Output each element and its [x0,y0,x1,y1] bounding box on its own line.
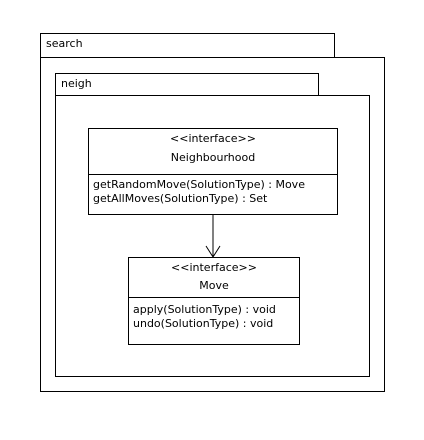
class-move-stereotype: <<interface>> [171,261,257,274]
class-neighbourhood-name: Neighbourhood [170,151,256,164]
class-neighbourhood-header: <<interface>> Neighbourhood [89,129,337,175]
package-neigh-label: neigh [61,77,92,90]
operation-apply: apply(SolutionType) : void [133,303,276,316]
package-search-label: search [46,37,83,50]
class-neighbourhood-operations: getRandomMove(SolutionType) : Move getAl… [89,175,337,206]
class-move-name: Move [199,279,229,292]
class-neighbourhood[interactable]: <<interface>> Neighbourhood getRandomMov… [88,128,338,215]
operation-undo: undo(SolutionType) : void [133,317,274,330]
package-search-tab: search [40,33,335,58]
operation-get-all-moves: getAllMoves(SolutionType) : Set [93,192,268,205]
class-neighbourhood-stereotype: <<interface>> [170,132,256,145]
class-move[interactable]: <<interface>> Move apply(SolutionType) :… [128,257,300,345]
dependency-arrowhead [205,245,221,258]
class-move-header: <<interface>> Move [129,258,299,298]
operation-get-random-move: getRandomMove(SolutionType) : Move [93,178,305,191]
class-move-operations: apply(SolutionType) : void undo(Solution… [129,298,299,331]
